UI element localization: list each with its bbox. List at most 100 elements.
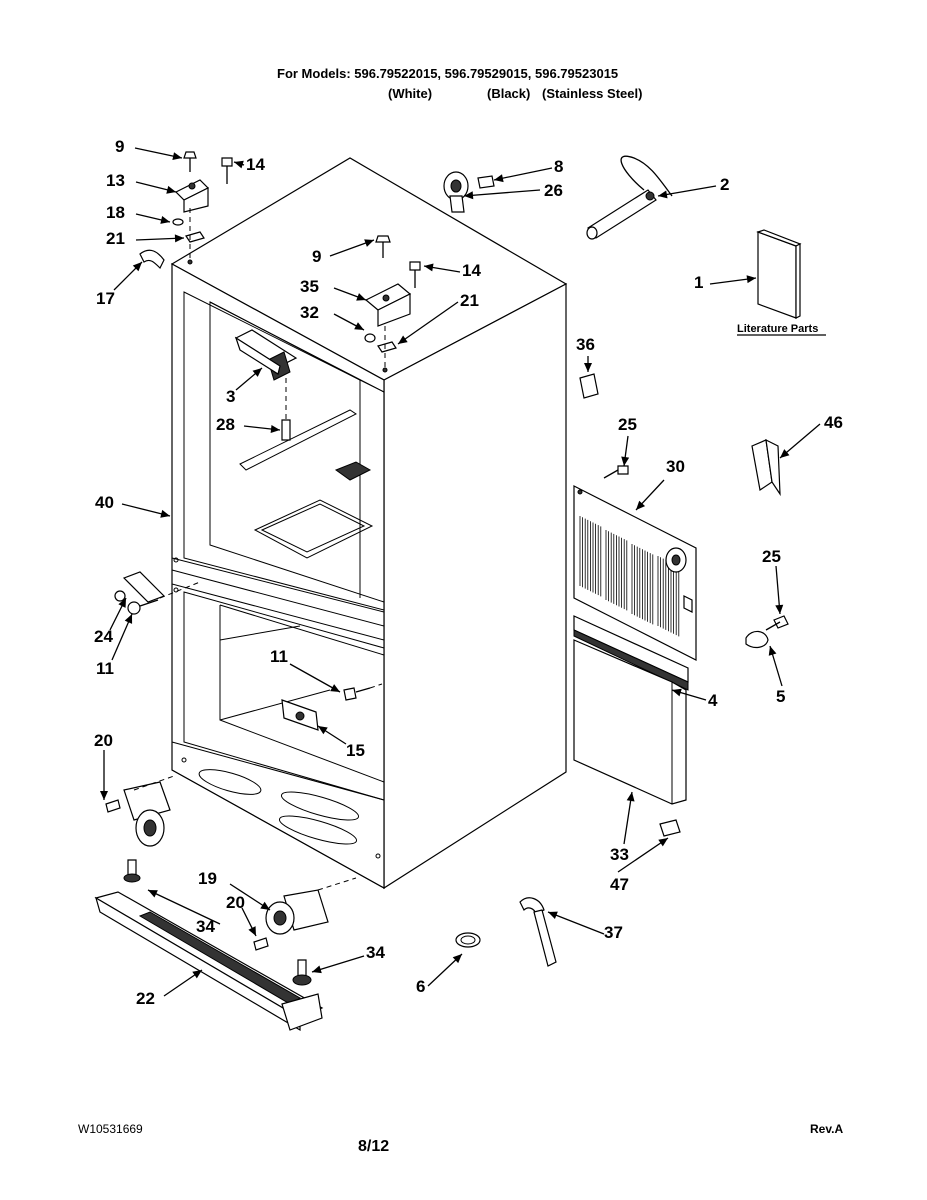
part-1-literature-book	[756, 229, 802, 319]
part-37-tool	[519, 897, 557, 967]
callout-21: 21	[106, 229, 125, 248]
part-36-clip	[579, 373, 599, 399]
callout-34: 34	[366, 943, 385, 962]
callout-11: 11	[96, 659, 114, 678]
leader-arrowhead	[548, 911, 558, 920]
callout-40: 40	[95, 493, 114, 512]
leader-arrowhead	[494, 174, 504, 183]
callout-19: 19	[198, 869, 217, 888]
part-6-plug	[455, 932, 481, 948]
part-4-strip	[573, 615, 689, 691]
callout-9: 9	[115, 137, 124, 156]
leader-arrowhead	[100, 791, 108, 800]
leader-line	[547, 911, 605, 935]
leader-arrowhead	[118, 598, 126, 608]
callout-20: 20	[226, 893, 245, 912]
leader-line	[617, 837, 669, 873]
leader-line	[397, 301, 459, 345]
leader-line	[147, 889, 221, 925]
part-25-screw	[603, 465, 629, 479]
part-5-clamp	[745, 615, 789, 649]
part-15-bracket	[281, 699, 319, 731]
leader-line	[311, 955, 365, 973]
leader-arrowhead	[584, 363, 592, 372]
part-19-roller-right	[253, 877, 357, 986]
leader-arrowhead	[234, 160, 244, 169]
callout-30: 30	[666, 457, 685, 476]
refrigerator-cabinet	[170, 157, 568, 890]
callout-26: 26	[544, 181, 563, 200]
part-47-clip	[659, 819, 681, 837]
callout-5: 5	[776, 687, 785, 706]
part-33-panel	[573, 639, 687, 805]
callout-20: 20	[94, 731, 113, 750]
callout-34: 34	[196, 917, 215, 936]
leader-arrowhead	[124, 614, 133, 624]
leader-arrowhead	[248, 926, 256, 936]
callout-13: 13	[106, 171, 125, 190]
leader-arrowhead	[252, 368, 262, 377]
leader-arrowhead	[270, 425, 280, 433]
leader-arrowhead	[621, 456, 630, 466]
leader-line	[463, 189, 541, 197]
color-black: (Black)	[487, 86, 531, 101]
callout-17: 17	[96, 289, 115, 308]
callout-18: 18	[106, 203, 125, 222]
callout-22: 22	[136, 989, 155, 1008]
callout-1: 1	[694, 273, 703, 292]
leader-arrowhead	[318, 726, 328, 735]
leader-lines	[100, 147, 821, 997]
leader-arrowhead	[160, 216, 170, 224]
callout-14: 14	[246, 155, 265, 174]
document-number: W10531669	[78, 1122, 143, 1136]
leader-arrowhead	[260, 901, 270, 910]
part-46-bracket	[751, 438, 781, 497]
leader-line	[493, 167, 553, 181]
callout-46: 46	[824, 413, 843, 432]
callout-labels: 9 14 13 18 21 17 8 26 2 1 9 14 35 32 21 …	[94, 137, 843, 1008]
leader-arrowhead	[174, 234, 184, 243]
color-stainless: (Stainless Steel)	[542, 86, 643, 101]
part-11-screw	[343, 683, 383, 701]
callout-3: 3	[226, 387, 235, 406]
callout-9: 9	[312, 247, 321, 266]
leader-arrowhead	[330, 684, 340, 692]
leader-arrowhead	[132, 262, 142, 272]
leader-arrowhead	[464, 191, 474, 200]
callout-2: 2	[720, 175, 729, 194]
part-2-tube	[586, 155, 673, 240]
callout-8: 8	[554, 157, 563, 176]
leader-arrowhead	[452, 954, 462, 964]
part-3-bracket	[234, 329, 298, 441]
callout-33: 33	[610, 845, 629, 864]
part-30-grille-panel	[573, 485, 697, 661]
part-19-roller-left	[105, 775, 175, 883]
leader-arrowhead	[672, 688, 682, 697]
leader-arrowhead	[148, 890, 158, 898]
models-line: For Models: 596.79522015, 596.79529015, …	[277, 66, 619, 81]
callout-25: 25	[618, 415, 637, 434]
leader-arrowhead	[356, 293, 366, 301]
callout-24: 24	[94, 627, 113, 646]
page-number: 8/12	[358, 1138, 390, 1155]
callout-28: 28	[216, 415, 235, 434]
callout-35: 35	[300, 277, 319, 296]
part-24-bracket	[114, 571, 201, 615]
callout-32: 32	[300, 303, 319, 322]
callout-25: 25	[762, 547, 781, 566]
leader-arrowhead	[192, 970, 202, 979]
callout-6: 6	[416, 977, 425, 996]
leader-arrowhead	[636, 500, 646, 510]
leader-line	[657, 185, 717, 197]
leader-arrowhead	[312, 965, 322, 974]
leader-arrowhead	[658, 190, 668, 199]
leader-arrowhead	[172, 152, 182, 161]
literature-parts-label: Literature Parts	[737, 323, 818, 335]
part-26-valve	[443, 171, 495, 213]
callout-47: 47	[610, 875, 629, 894]
leader-arrowhead	[354, 322, 364, 330]
leader-arrowhead	[658, 838, 668, 847]
top-left-hinge-assembly	[139, 151, 233, 270]
leader-arrowhead	[768, 646, 777, 656]
